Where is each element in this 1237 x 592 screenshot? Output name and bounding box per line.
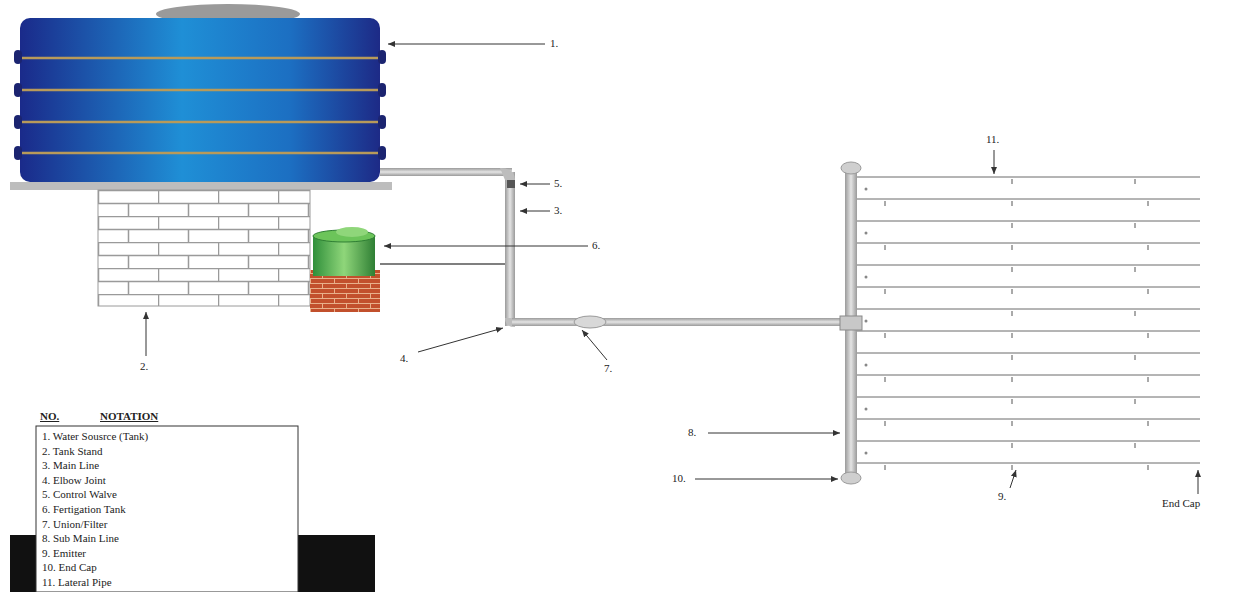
emitter xyxy=(1135,223,1136,228)
callout-number: 4. xyxy=(400,352,408,365)
lateral-pipe xyxy=(857,441,1200,442)
notation-row: 6. Fertigation Tank xyxy=(42,503,126,516)
lateral-pipe xyxy=(857,243,1200,244)
emitter xyxy=(1012,201,1013,206)
notation-row: 9. Emitter xyxy=(42,547,86,560)
notation-row: 2. Tank Stand xyxy=(42,445,102,458)
callout-number: 1. xyxy=(550,37,558,50)
emitter xyxy=(1012,289,1013,294)
callout-number: 8. xyxy=(688,426,696,439)
emitter xyxy=(1012,223,1013,228)
drip xyxy=(865,364,868,367)
callout-number: 7. xyxy=(604,362,612,375)
notation-row: 3. Main Line xyxy=(42,459,99,472)
lateral-pipe xyxy=(857,221,1200,222)
lateral-pipe xyxy=(857,177,1200,178)
emitter xyxy=(885,333,886,338)
emitter xyxy=(1135,355,1136,360)
drip xyxy=(865,408,868,411)
emitter xyxy=(885,377,886,382)
table-header: NOTATION xyxy=(100,410,158,423)
emitter xyxy=(1012,311,1013,316)
drip xyxy=(865,320,868,323)
emitter xyxy=(1012,355,1013,360)
emitter xyxy=(1012,399,1013,404)
callout-label: End Cap xyxy=(1162,497,1200,510)
lateral-pipe xyxy=(857,375,1200,376)
emitter xyxy=(1012,179,1013,184)
notation-row: 5. Control Walve xyxy=(42,488,117,501)
emitter xyxy=(1012,245,1013,250)
drip xyxy=(865,276,868,279)
emitter xyxy=(1148,377,1149,382)
notation-row: 4. Elbow Joint xyxy=(42,474,106,487)
callout-number: 10. xyxy=(672,472,686,485)
lateral-pipe xyxy=(857,419,1200,420)
lateral-pipe xyxy=(857,331,1200,332)
callout-number: 5. xyxy=(554,177,562,190)
emitter xyxy=(1148,201,1149,206)
emitter xyxy=(1148,333,1149,338)
table-header: NO. xyxy=(40,410,59,423)
emitter xyxy=(1135,399,1136,404)
emitter xyxy=(1148,465,1149,470)
emitter xyxy=(885,289,886,294)
lateral-pipe xyxy=(857,199,1200,200)
notation-row: 7. Union/Filter xyxy=(42,518,107,531)
emitter xyxy=(1135,311,1136,316)
emitter xyxy=(1012,333,1013,338)
emitter xyxy=(1148,245,1149,250)
drip xyxy=(865,232,868,235)
lateral-pipe xyxy=(857,353,1200,354)
callout-number: 11. xyxy=(986,133,999,146)
emitter xyxy=(885,421,886,426)
lateral-pipe xyxy=(857,309,1200,310)
callout-number: 9. xyxy=(998,490,1006,503)
lateral-pipe xyxy=(857,287,1200,288)
drip xyxy=(865,188,868,191)
notation-row: 1. Water Sousrce (Tank) xyxy=(42,430,148,443)
emitter xyxy=(1012,465,1013,470)
emitter xyxy=(1012,443,1013,448)
emitter xyxy=(1135,267,1136,272)
emitter xyxy=(1148,421,1149,426)
callout-number: 2. xyxy=(140,360,148,373)
callout-number: 6. xyxy=(592,239,600,252)
emitter xyxy=(1012,377,1013,382)
emitter xyxy=(1135,179,1136,184)
emitter xyxy=(1012,267,1013,272)
lateral-pipe xyxy=(857,397,1200,398)
lateral-pipe xyxy=(857,463,1200,464)
notation-row: 11. Lateral Pipe xyxy=(42,576,112,589)
emitter xyxy=(885,245,886,250)
callout-number: 3. xyxy=(554,204,562,217)
drip xyxy=(865,452,868,455)
emitter xyxy=(1135,443,1136,448)
emitter xyxy=(885,465,886,470)
emitter xyxy=(1148,289,1149,294)
emitter xyxy=(1012,421,1013,426)
emitter xyxy=(885,201,886,206)
notation-row: 10. End Cap xyxy=(42,561,97,574)
notation-row: 8. Sub Main Line xyxy=(42,532,119,545)
lateral-pipe xyxy=(857,265,1200,266)
